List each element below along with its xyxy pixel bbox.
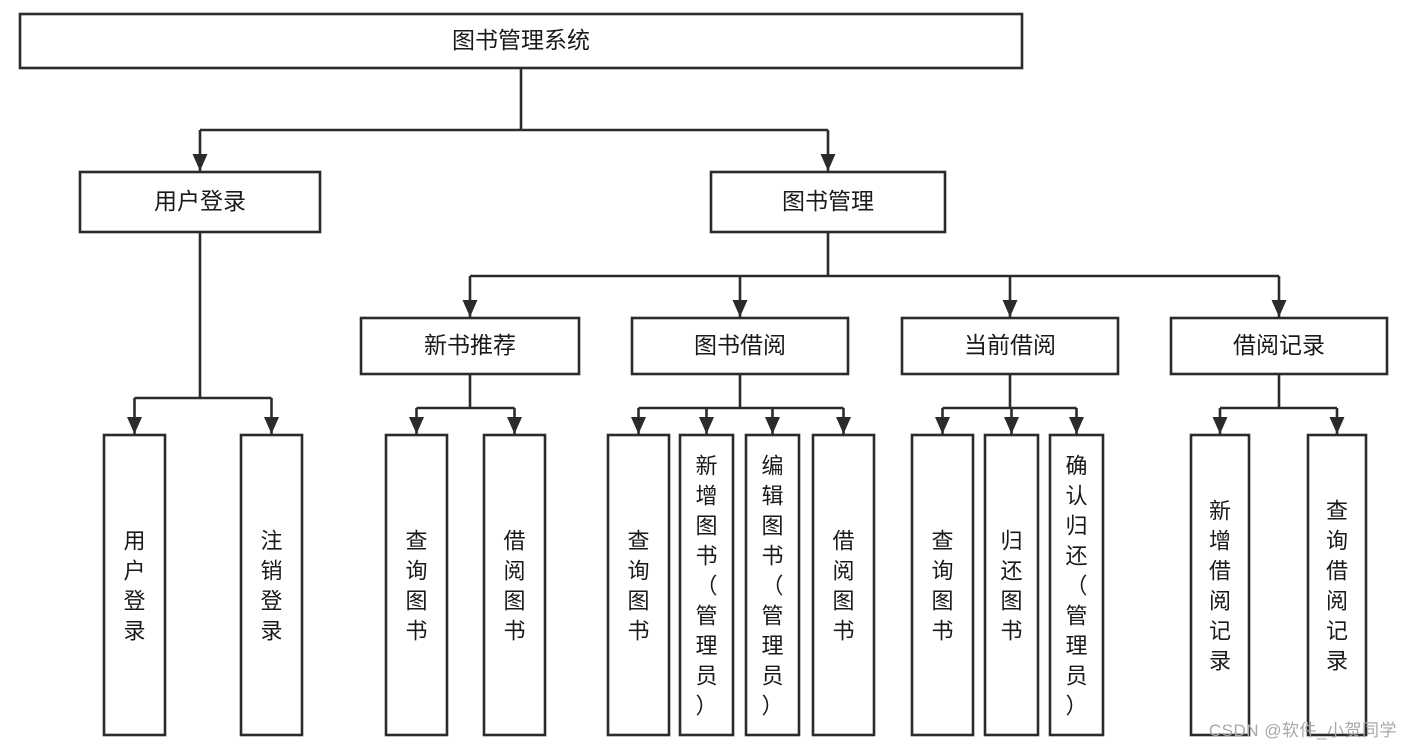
node-level3-1[interactable]: 图书借阅 <box>630 316 850 376</box>
node-level2-0-rect[interactable] <box>78 170 322 234</box>
arrow-head-icon <box>127 417 142 434</box>
leaf-node-0[interactable]: 用户登录 <box>102 433 167 737</box>
node-level2-1[interactable]: 图书管理 <box>709 170 947 234</box>
node-level3-0[interactable]: 新书推荐 <box>359 316 581 376</box>
leaf-node-2-rect[interactable] <box>384 433 449 737</box>
node-level3-0-rect[interactable] <box>359 316 581 376</box>
leaf-node-6-label: 编辑图书（管理员） <box>761 453 783 718</box>
leaf-node-12-label: 查询借阅记录 <box>1326 498 1348 673</box>
arrow-head-icon <box>1212 417 1228 434</box>
arrow-head-icon <box>1004 417 1019 434</box>
leaf-node-11-rect[interactable] <box>1189 433 1251 737</box>
node-level3-3[interactable]: 借阅记录 <box>1169 316 1389 376</box>
leaf-node-6-rect[interactable] <box>744 433 801 737</box>
leaf-node-5-rect[interactable] <box>678 433 735 737</box>
node-layer: 图书管理系统用户登录图书管理新书推荐图书借阅当前借阅借阅记录用户登录注销登录查询… <box>18 12 1389 737</box>
arrow-head-icon <box>836 417 851 434</box>
leaf-node-1[interactable]: 注销登录 <box>239 433 304 737</box>
leaf-node-8-rect[interactable] <box>910 433 975 737</box>
leaf-node-8[interactable]: 查询图书 <box>910 433 975 737</box>
leaf-node-5-label: 新增图书（管理员） <box>695 453 717 718</box>
leaf-node-12[interactable]: 查询借阅记录 <box>1306 433 1368 737</box>
leaf-node-7[interactable]: 借阅图书 <box>811 433 876 737</box>
leaf-node-0-rect[interactable] <box>102 433 167 737</box>
leaf-node-9-rect[interactable] <box>983 433 1040 737</box>
node-level3-3-label: 借阅记录 <box>1233 332 1325 358</box>
leaf-node-3[interactable]: 借阅图书 <box>482 433 547 737</box>
node-level3-0-label: 新书推荐 <box>424 332 516 358</box>
arrow-head-icon <box>409 417 424 434</box>
arrow-head-icon <box>264 417 279 434</box>
arrow-head-icon <box>820 154 836 171</box>
node-level3-2[interactable]: 当前借阅 <box>900 316 1120 376</box>
leaf-node-12-rect[interactable] <box>1306 433 1368 737</box>
arrow-head-icon <box>507 417 522 434</box>
arrow-head-icon <box>732 300 748 317</box>
arrow-head-icon <box>1002 300 1018 317</box>
leaf-node-10-label: 确认归还（管理员） <box>1065 453 1087 718</box>
arrow-head-icon <box>1069 417 1084 434</box>
leaf-node-5[interactable]: 新增图书（管理员） <box>678 433 735 737</box>
arrow-head-icon <box>462 300 478 317</box>
leaf-node-2-label: 查询图书 <box>405 528 427 643</box>
arrow-head-icon <box>192 154 208 171</box>
node-level2-0-label: 用户登录 <box>154 188 246 214</box>
arrow-head-icon <box>631 417 646 434</box>
leaf-node-0-label: 用户登录 <box>123 528 145 643</box>
node-root-图书管理系统-label: 图书管理系统 <box>452 27 590 53</box>
node-root-图书管理系统[interactable]: 图书管理系统 <box>18 12 1024 70</box>
node-root-图书管理系统-rect[interactable] <box>18 12 1024 70</box>
node-level3-1-label: 图书借阅 <box>694 332 786 358</box>
leaf-node-10-rect[interactable] <box>1048 433 1105 737</box>
leaf-node-7-label: 借阅图书 <box>832 528 854 643</box>
leaf-node-1-rect[interactable] <box>239 433 304 737</box>
connector-layer <box>127 68 1345 434</box>
leaf-node-3-rect[interactable] <box>482 433 547 737</box>
node-level2-1-label: 图书管理 <box>782 188 874 214</box>
leaf-node-1-label: 注销登录 <box>260 528 282 643</box>
leaf-node-10[interactable]: 确认归还（管理员） <box>1048 433 1105 737</box>
node-level3-3-rect[interactable] <box>1169 316 1389 376</box>
leaf-node-11[interactable]: 新增借阅记录 <box>1189 433 1251 737</box>
node-level3-1-rect[interactable] <box>630 316 850 376</box>
node-level3-2-rect[interactable] <box>900 316 1120 376</box>
leaf-node-4-rect[interactable] <box>606 433 671 737</box>
node-level3-2-label: 当前借阅 <box>964 332 1056 358</box>
node-level2-1-rect[interactable] <box>709 170 947 234</box>
arrow-head-icon <box>1271 300 1287 317</box>
arrow-head-icon <box>1329 417 1345 434</box>
leaf-node-3-label: 借阅图书 <box>503 528 525 643</box>
leaf-node-6[interactable]: 编辑图书（管理员） <box>744 433 801 737</box>
leaf-node-4-label: 查询图书 <box>627 528 649 643</box>
arrow-head-icon <box>699 417 714 434</box>
leaf-node-4[interactable]: 查询图书 <box>606 433 671 737</box>
arrow-head-icon <box>765 417 780 434</box>
leaf-node-2[interactable]: 查询图书 <box>384 433 449 737</box>
leaf-node-7-rect[interactable] <box>811 433 876 737</box>
leaf-node-9[interactable]: 归还图书 <box>983 433 1040 737</box>
node-level2-0[interactable]: 用户登录 <box>78 170 322 234</box>
csdn-watermark: CSDN @软件_小贺同学 <box>1208 721 1397 740</box>
leaf-node-11-label: 新增借阅记录 <box>1209 498 1231 673</box>
leaf-node-9-label: 归还图书 <box>1000 528 1022 643</box>
leaf-node-8-label: 查询图书 <box>931 528 953 643</box>
arrow-head-icon <box>935 417 950 434</box>
